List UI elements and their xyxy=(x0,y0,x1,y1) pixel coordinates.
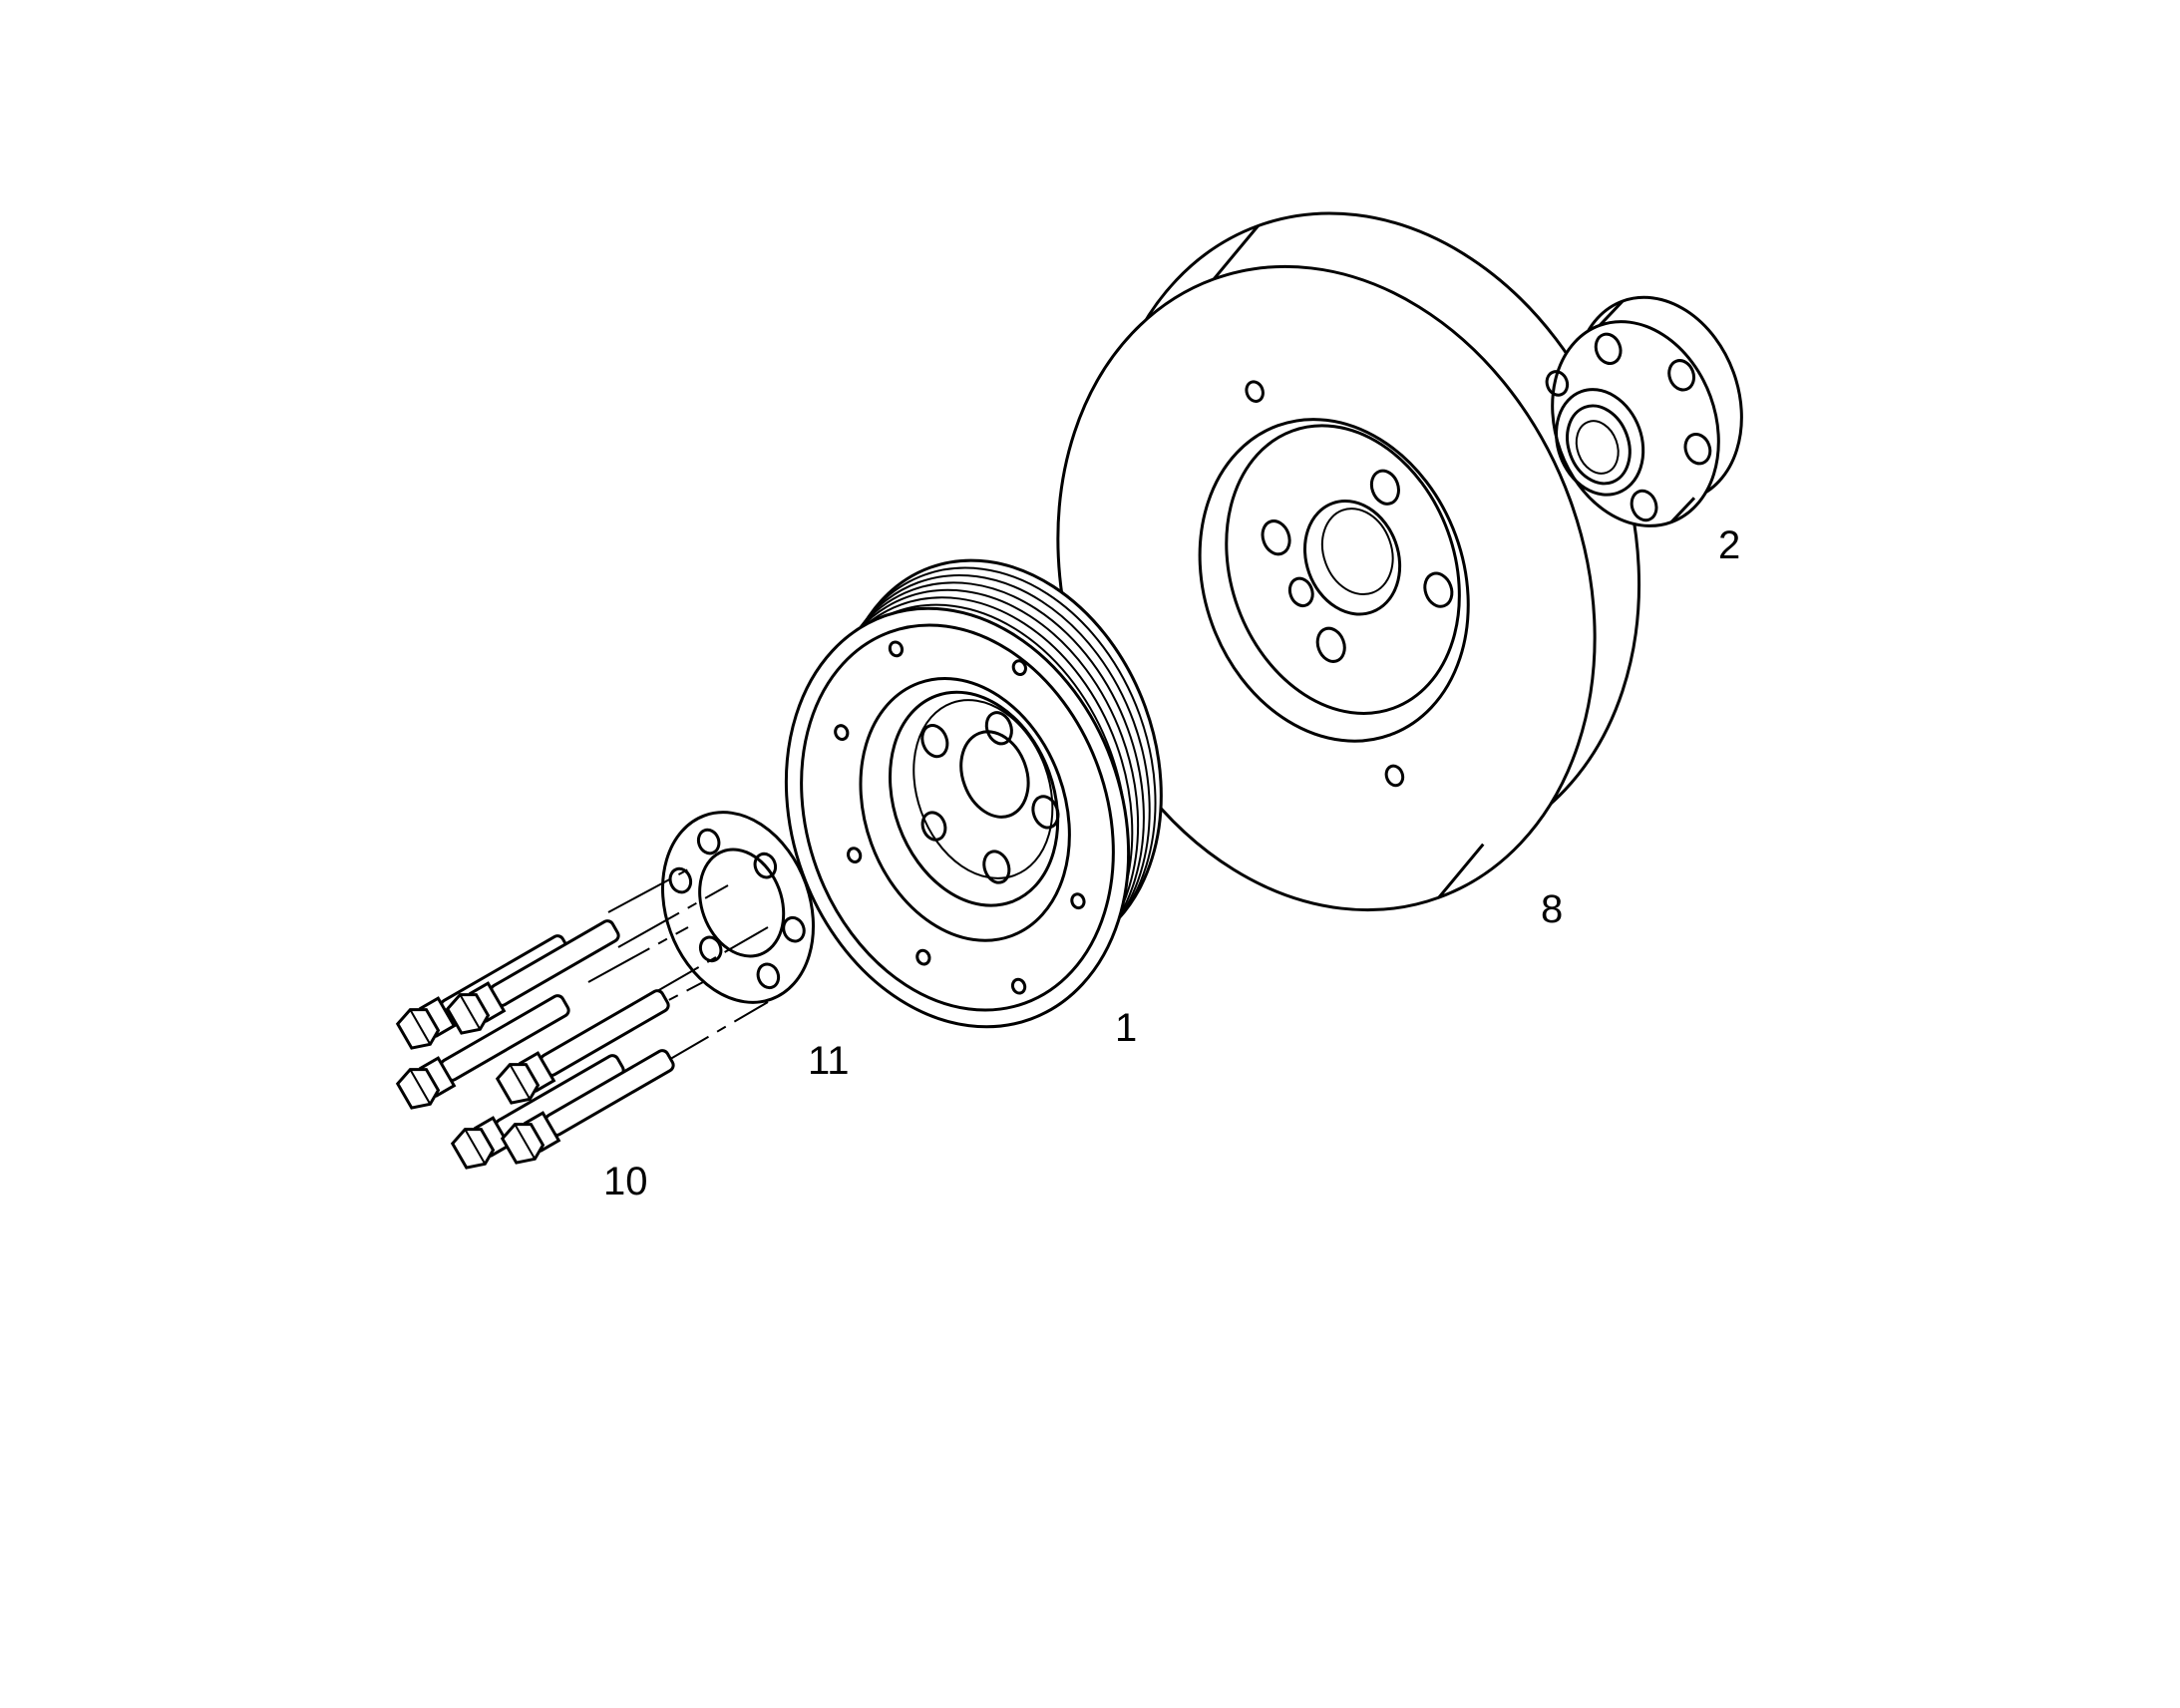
callout-pulley: 1 xyxy=(1115,1006,1138,1050)
hub-adapter xyxy=(1545,295,1743,527)
callout-washer-plate: 11 xyxy=(808,1039,850,1083)
damper-disc xyxy=(1056,211,1641,912)
bolt xyxy=(495,989,670,1105)
callout-bolts: 10 xyxy=(603,1160,648,1203)
pulley xyxy=(784,558,1163,1029)
washer-plate xyxy=(660,811,816,1004)
bolt xyxy=(395,994,570,1110)
bolt-set xyxy=(395,919,675,1170)
bolt xyxy=(445,919,620,1035)
bolt xyxy=(500,1049,675,1165)
callout-damper-disc: 8 xyxy=(1541,887,1564,931)
callout-hub-adapter: 2 xyxy=(1718,523,1741,567)
